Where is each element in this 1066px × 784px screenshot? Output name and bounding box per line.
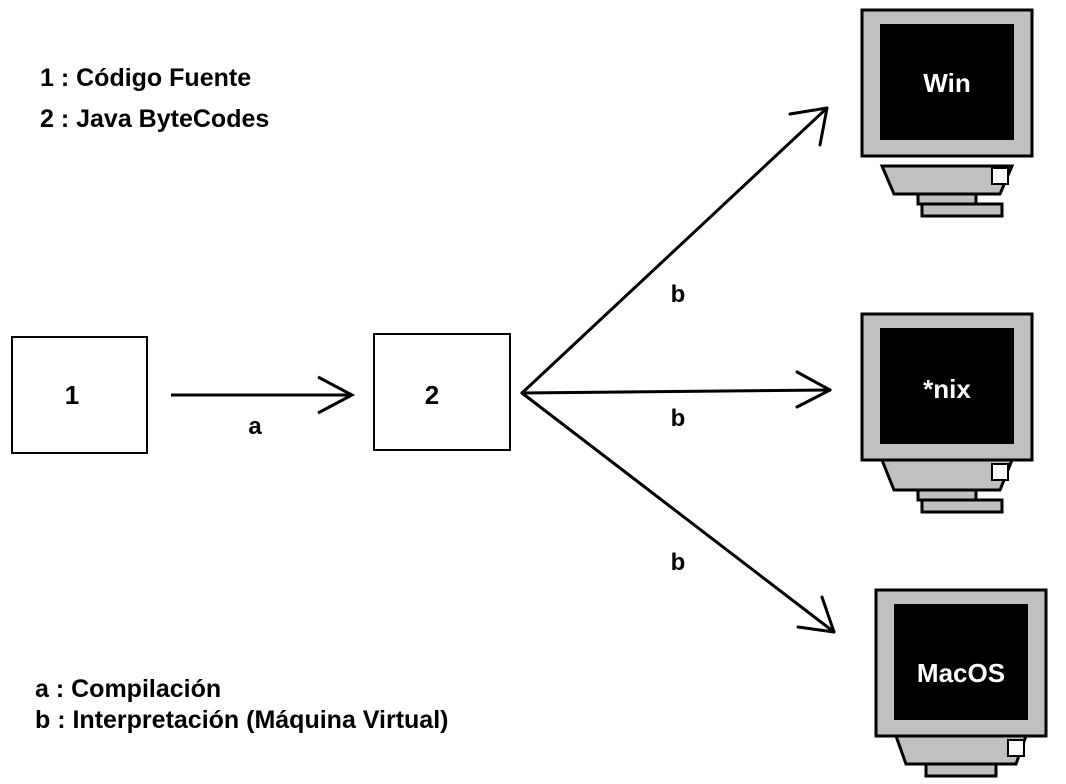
source-code-box-label: 1 xyxy=(65,380,79,410)
monitor-nix-label: *nix xyxy=(923,374,971,404)
interpret-label-nix: b xyxy=(671,405,686,432)
interpret-arrow-win xyxy=(520,106,829,395)
compile-arrow-label: a xyxy=(248,413,262,440)
interpret-arrow-nix xyxy=(520,370,832,409)
legend-source-code: 1 : Código Fuente xyxy=(40,64,251,92)
monitor-win-label: Win xyxy=(923,68,970,98)
legend-bytecodes: 2 : Java ByteCodes xyxy=(40,105,269,133)
monitor-nix xyxy=(860,312,1034,514)
legend-interpretation: b : Interpretación (Máquina Virtual) xyxy=(35,706,448,734)
monitor-win xyxy=(860,8,1034,218)
interpret-label-mac: b xyxy=(671,549,686,576)
monitor-mac xyxy=(874,588,1048,778)
bytecode-box xyxy=(373,333,511,451)
legend-compilation: a : Compilación xyxy=(35,675,221,703)
interpret-arrow-mac xyxy=(520,391,836,634)
source-code-box xyxy=(11,336,148,454)
monitor-mac-label: MacOS xyxy=(917,658,1005,688)
compile-arrow xyxy=(171,375,356,415)
interpret-label-win: b xyxy=(671,281,686,308)
bytecode-box-label: 2 xyxy=(425,380,439,410)
